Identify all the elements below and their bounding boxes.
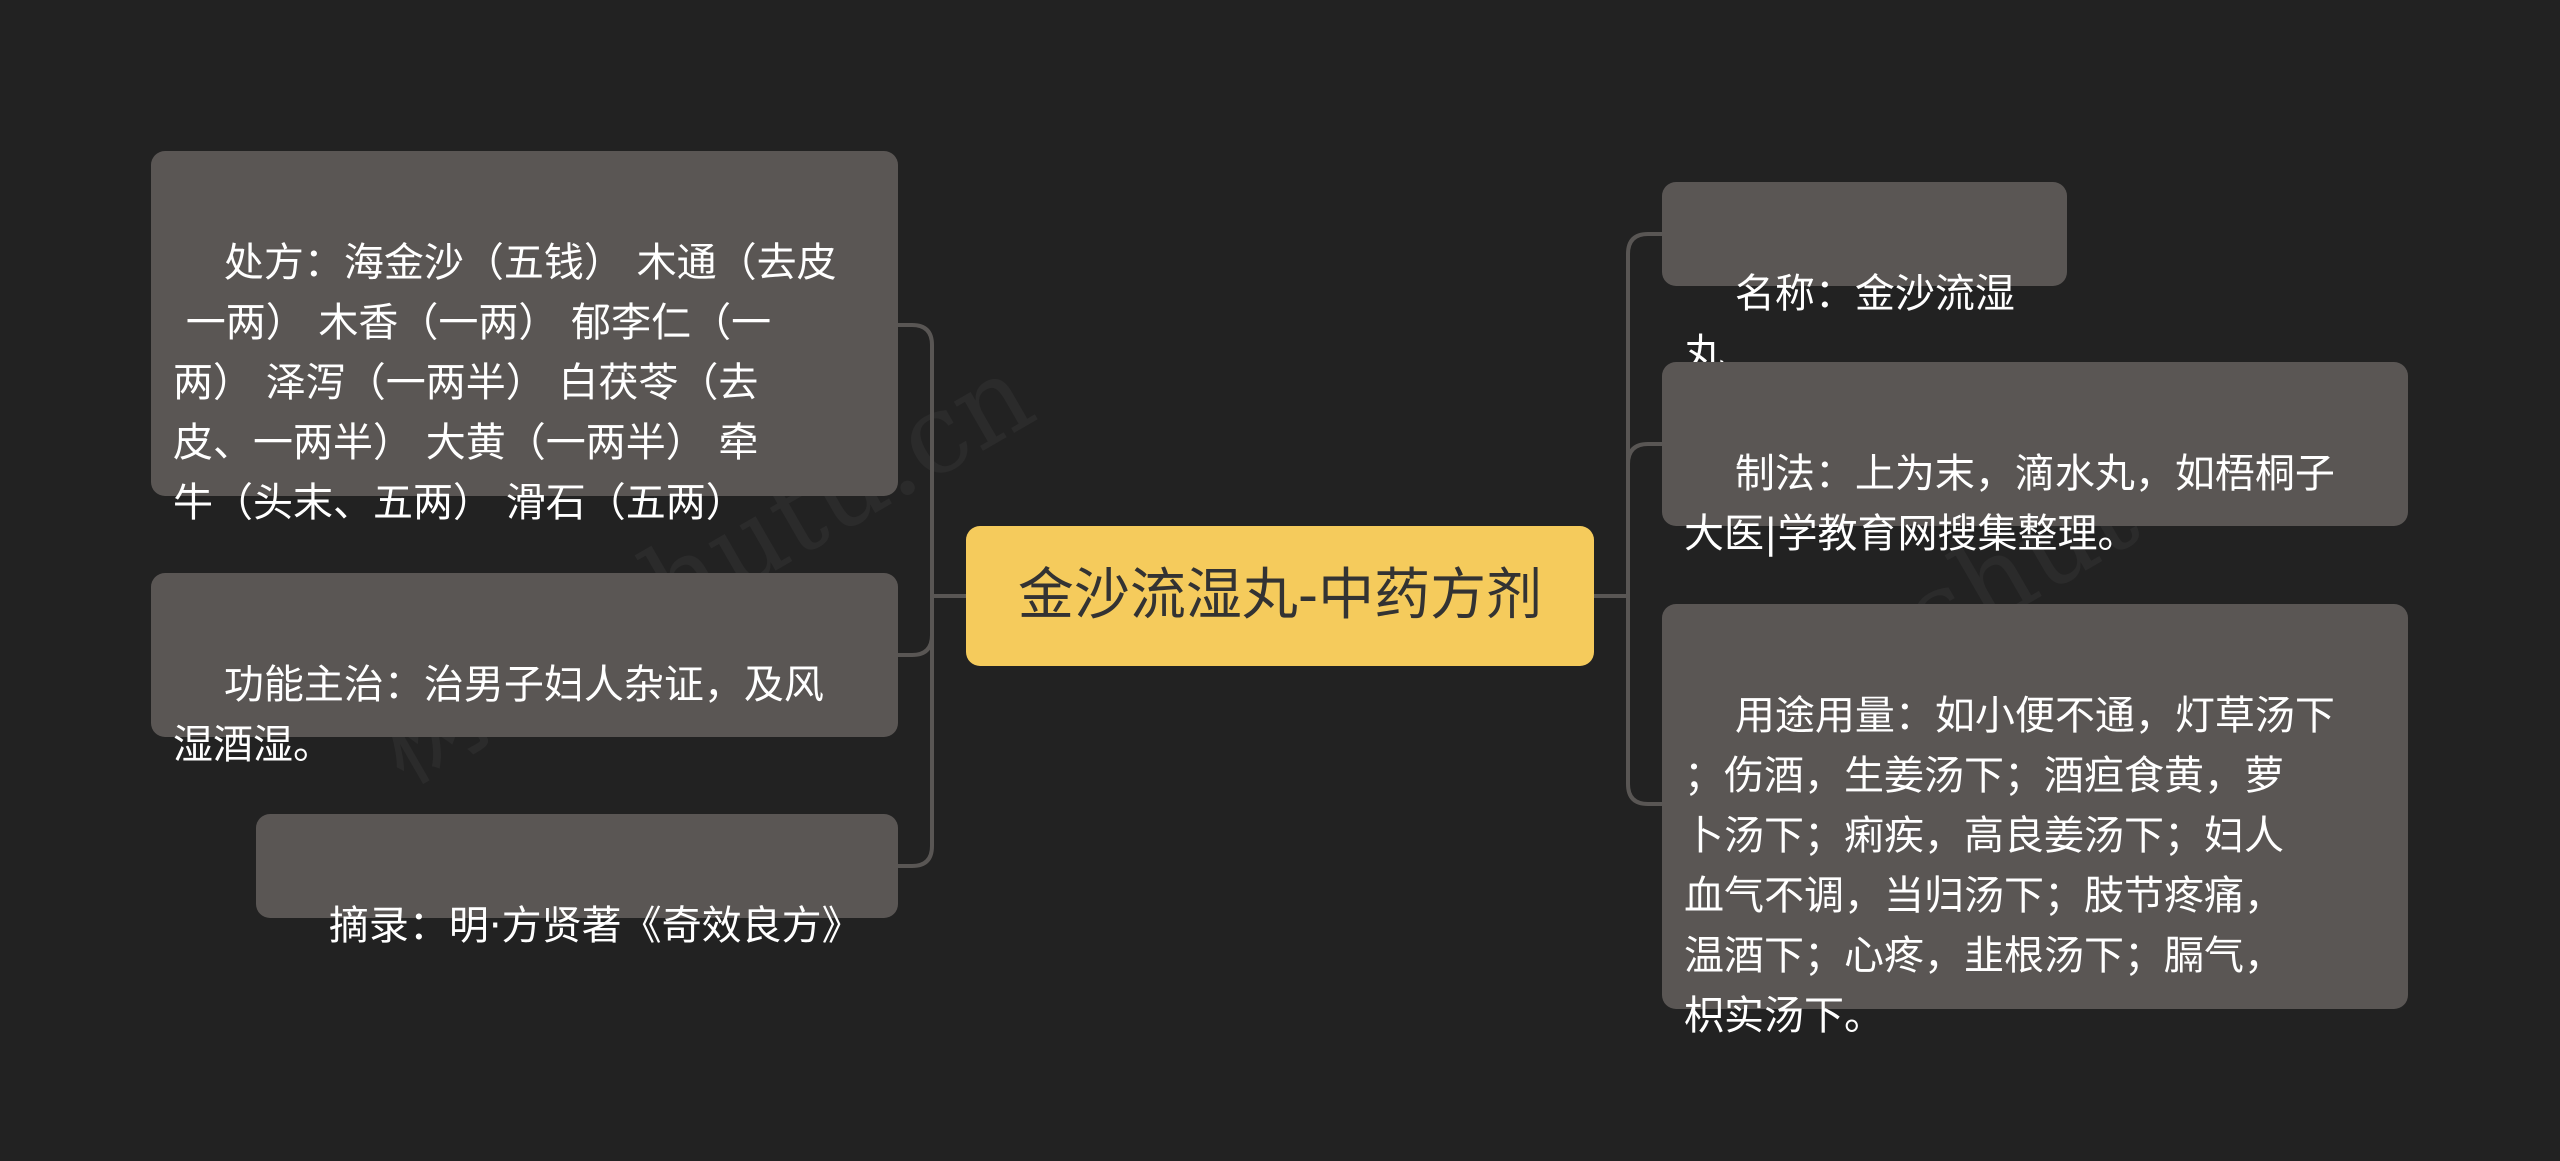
topic-indications[interactable]: 功能主治：治男子妇人杂证，及风 湿酒湿。: [151, 573, 898, 768]
connector-right-1: [1626, 232, 1662, 596]
connector-right-2: [1626, 442, 1662, 596]
topic-prescription[interactable]: 处方：海金沙（五钱） 木通（去皮 一两） 木香（一两） 郁李仁（一 两） 泽泻（…: [151, 151, 898, 526]
connector-left-3: [898, 596, 934, 868]
connector-right-3: [1626, 596, 1662, 806]
central-topic[interactable]: 金沙流湿丸-中药方剂: [966, 526, 1594, 666]
topic-preparation-label: 制法：上为末，滴水丸，如梧桐子 大医|学教育网搜集整理。: [1684, 451, 2335, 557]
topic-preparation[interactable]: 制法：上为末，滴水丸，如梧桐子 大医|学教育网搜集整理。: [1662, 362, 2408, 557]
central-topic-label: 金沙流湿丸-中药方剂: [1017, 563, 1543, 628]
topic-usage-dosage-label: 用途用量：如小便不通，灯草汤下 ；伤酒，生姜汤下；酒疸食黄，萝 卜汤下；痢疾，高…: [1684, 693, 2335, 1039]
connector-left-2: [898, 596, 934, 657]
connector-left-1: [898, 323, 934, 596]
topic-name[interactable]: 名称：金沙流湿丸: [1662, 182, 2067, 377]
topic-source[interactable]: 摘录：明·方贤著《奇效良方》: [256, 814, 898, 949]
topic-usage-dosage[interactable]: 用途用量：如小便不通，灯草汤下 ；伤酒，生姜汤下；酒疸食黄，萝 卜汤下；痢疾，高…: [1662, 604, 2408, 1039]
topic-indications-label: 功能主治：治男子妇人杂证，及风 湿酒湿。: [173, 662, 824, 768]
topic-source-label: 摘录：明·方贤著《奇效良方》: [328, 903, 862, 949]
topic-prescription-label: 处方：海金沙（五钱） 木通（去皮 一两） 木香（一两） 郁李仁（一 两） 泽泻（…: [173, 240, 837, 526]
topic-name-label: 名称：金沙流湿丸: [1684, 271, 2015, 377]
